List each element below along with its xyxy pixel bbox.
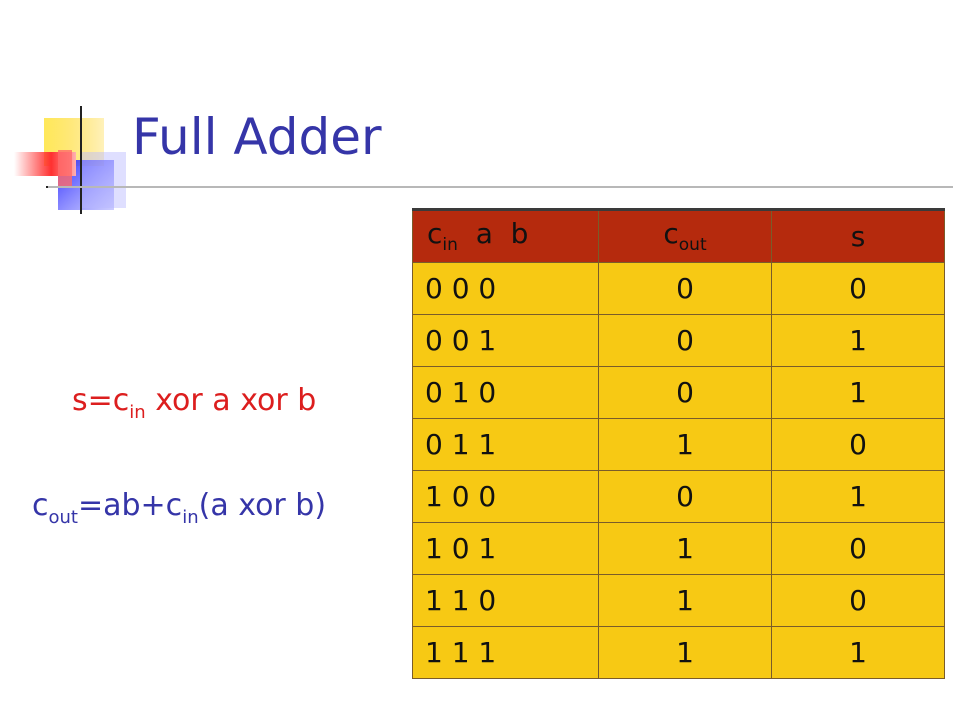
row-cout: 1 [598, 574, 772, 627]
carry-formula-c: c [32, 488, 49, 523]
row-cout: 0 [598, 314, 772, 367]
row-sum: 0 [771, 418, 945, 471]
row-sum: 0 [771, 522, 945, 575]
row-cout: 1 [598, 418, 772, 471]
row-sum: 1 [771, 470, 945, 523]
row-inputs: 0 0 1 [412, 314, 599, 367]
row-cout: 0 [598, 470, 772, 523]
title-divider [48, 186, 953, 188]
carry-formula-rhs: (a xor b) [198, 488, 327, 523]
row-cout: 1 [598, 522, 772, 575]
header-inputs: cin a b [412, 208, 599, 263]
row-inputs: 1 0 1 [412, 522, 599, 575]
row-cout: 0 [598, 262, 772, 315]
truth-table-header: cin a b cout s [412, 208, 945, 263]
header-inputs-ab: a b [457, 216, 529, 250]
row-sum: 1 [771, 366, 945, 419]
sum-formula-rhs: xor a xor b [145, 383, 317, 418]
row-inputs: 1 1 0 [412, 574, 599, 627]
carry-formula-sub-in: in [182, 507, 199, 528]
sum-formula: s=cin xor a xor b [72, 386, 316, 422]
carry-formula-mid: =ab+c [77, 488, 183, 523]
carry-out-formula: cout=ab+cin(a xor b) [32, 491, 326, 527]
header-cout-c: c [663, 216, 679, 250]
row-sum: 1 [771, 314, 945, 367]
row-sum: 0 [771, 262, 945, 315]
row-cout: 1 [598, 626, 772, 679]
row-sum: 0 [771, 574, 945, 627]
sum-formula-lhs: s=c [72, 383, 130, 418]
row-sum: 1 [771, 626, 945, 679]
header-inputs-sub: in [442, 234, 458, 255]
row-inputs: 0 0 0 [412, 262, 599, 315]
row-inputs: 1 0 0 [412, 470, 599, 523]
carry-formula-sub-out: out [48, 507, 78, 528]
slide-title: Full Adder [132, 108, 382, 166]
row-inputs: 0 1 0 [412, 366, 599, 419]
row-inputs: 0 1 1 [412, 418, 599, 471]
slide-decoration-graphic [14, 106, 130, 214]
header-cout-sub: out [678, 234, 707, 255]
sum-formula-subscript: in [129, 402, 146, 423]
row-inputs: 1 1 1 [412, 626, 599, 679]
header-sum: s [771, 208, 945, 263]
row-cout: 0 [598, 366, 772, 419]
header-inputs-c: c [427, 216, 443, 250]
header-cout: cout [598, 208, 772, 263]
